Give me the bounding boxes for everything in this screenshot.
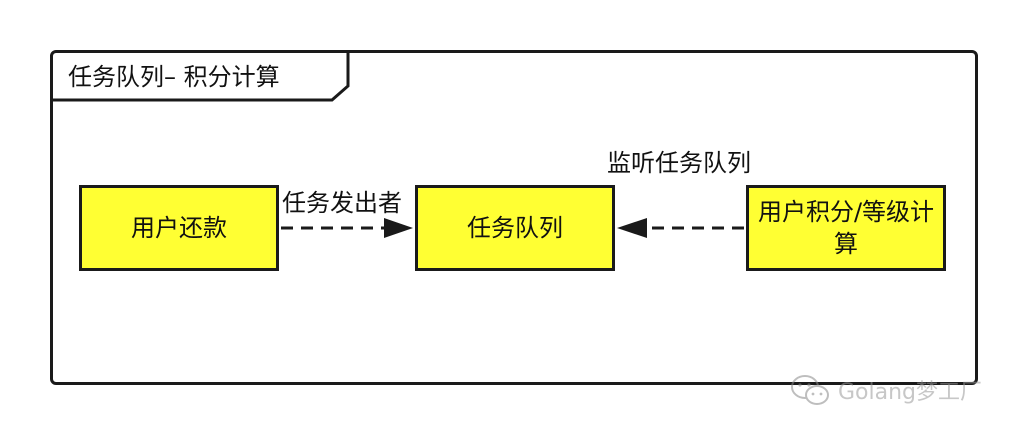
- edge-label-publisher: 任务发出者: [282, 189, 402, 217]
- frame-title-tab: [50, 50, 350, 102]
- diagram-frame: [50, 50, 978, 385]
- arrowhead-into-queue-right: [617, 218, 647, 238]
- node-points-level-calc-label: 用户积分/等级计算: [757, 198, 935, 258]
- watermark-text: Golang梦工厂: [838, 380, 983, 405]
- watermark: Golang梦工厂: [790, 370, 982, 410]
- node-task-queue-label: 任务队列: [467, 214, 563, 242]
- wechat-icon: [791, 375, 829, 405]
- node-task-queue: 任务队列: [415, 185, 615, 271]
- frame-title: 任务队列– 积分计算: [68, 63, 280, 91]
- arrowhead-into-queue: [384, 218, 413, 238]
- edge-label-listener: 监听任务队列: [607, 149, 751, 177]
- node-user-repayment-label: 用户还款: [131, 214, 227, 242]
- node-user-repayment: 用户还款: [79, 185, 279, 271]
- node-points-level-calc: 用户积分/等级计算: [746, 185, 946, 271]
